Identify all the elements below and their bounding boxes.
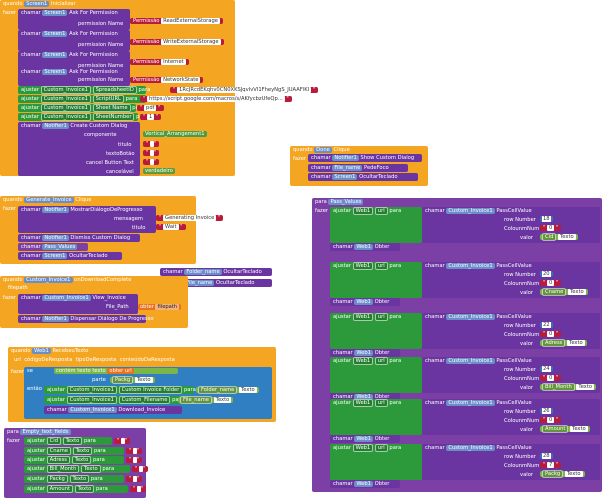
when-keyword: quando xyxy=(3,1,23,7)
row-number-value[interactable]: 28 xyxy=(540,453,553,459)
ask-permission-call-4[interactable]: chamar Screen1 Ask For Permission permis… xyxy=(18,68,130,86)
file-name-request-focus[interactable]: chamar File_name PedeFoco xyxy=(308,164,408,172)
web-get-call[interactable]: chamar Web1 Obter xyxy=(330,349,400,357)
clear-bill-month-value[interactable]: " " xyxy=(132,466,149,472)
get-filepath[interactable]: obter filepath xyxy=(138,304,182,310)
ask-permission-call-1[interactable]: chamar Screen1 Ask For Permission permis… xyxy=(18,9,130,30)
clear-cid[interactable]: ajustar Cid Texto para xyxy=(24,437,112,445)
ask-permission-call-2[interactable]: chamar Screen1 Ask For Permission permis… xyxy=(18,30,130,51)
arrangement-component[interactable]: Vertical_Arrangement1 xyxy=(143,131,207,137)
web-get-call[interactable]: chamar Web1 Obter xyxy=(330,243,400,251)
row-number-value[interactable]: 24 xyxy=(540,366,553,372)
set-script-url[interactable]: ajustar Custom_Invoice1 ScriptURL para xyxy=(18,95,146,103)
clear-adress-value[interactable]: " " xyxy=(126,457,143,463)
column-num-value[interactable]: " 7 " xyxy=(540,462,562,468)
call-pass-values[interactable]: chamar Pass_Values xyxy=(18,243,88,251)
clear-packg[interactable]: ajustar Packg Texto para xyxy=(24,475,124,483)
folder-name-text[interactable]: Folder_name Texto xyxy=(196,386,259,394)
clear-cid-value[interactable]: " " xyxy=(114,438,131,444)
row-number-value[interactable]: 20 xyxy=(540,271,553,277)
pass-cell-value-call[interactable]: chamar Custom_Invoice1 PassCellValue row… xyxy=(422,444,600,480)
field-text-value[interactable]: Cid Texto xyxy=(540,233,578,241)
cancel-text-empty-string[interactable]: " " xyxy=(143,159,160,165)
contains-text-block[interactable]: contém texto texto obter url xyxy=(54,368,178,374)
set-web-url-row[interactable]: ajustar Web1 url para xyxy=(330,399,422,435)
set-sheet-number[interactable]: ajustar Custom_Invoice1 SheetNumber para xyxy=(18,113,148,121)
clear-cname-value[interactable]: " " xyxy=(126,448,143,454)
ask-permission-call-3[interactable]: chamar Screen1 Ask For Permission permis… xyxy=(18,51,130,72)
field-text-value[interactable]: Cname Texto xyxy=(540,288,588,296)
show-progress-dialog-call[interactable]: chamar Notifier1 MostrarDiálogoDeProgres… xyxy=(18,206,156,233)
show-custom-dialog-call[interactable]: chamar Notifier1 Show Custom Dialog xyxy=(308,154,422,162)
dismiss-progress-call[interactable]: chamar Notifier1 Dispensar Diálogo De Pr… xyxy=(18,315,154,323)
spreadsheet-id-string[interactable]: " 1RcJRcdEKqhv0CN0XKSJqvIvVI1FheyNgS_JUA… xyxy=(170,87,319,93)
web-get-call[interactable]: chamar Web1 Obter xyxy=(330,435,400,443)
web-get-call[interactable]: chamar Web1 Obter xyxy=(330,298,400,306)
clear-cname[interactable]: ajustar Cname Texto para xyxy=(24,447,124,455)
column-num-value[interactable]: " 0 " xyxy=(540,375,562,381)
row-number-value[interactable]: 26 xyxy=(540,408,553,414)
field-text-value[interactable]: Packg Texto xyxy=(540,470,585,478)
wait-title[interactable]: " Wait " xyxy=(156,224,186,230)
pass-cell-value-call[interactable]: chamar Custom_Invoice1 PassCellValue row… xyxy=(422,313,600,349)
clear-amount[interactable]: ajustar Amount Texto para xyxy=(24,485,128,493)
set-web-url-row[interactable]: ajustar Web1 url para xyxy=(330,313,422,349)
web-get-call[interactable]: chamar Web1 Obter xyxy=(330,480,400,488)
sheet-name-string[interactable]: " pdf " xyxy=(137,105,164,111)
generate-hide-keyboard[interactable]: chamar Screen1 OcultarTeclado xyxy=(18,252,122,260)
download-invoice-call[interactable]: chamar Custom_Invoice1 Download_Invoice xyxy=(44,406,182,414)
column-num-value[interactable]: " 0 " xyxy=(540,331,562,337)
set-sheet-name[interactable]: ajustar Custom_Invoice1 Sheet Name para xyxy=(18,104,144,112)
clear-packg-value[interactable]: " " xyxy=(126,476,143,482)
set-invoice-filename[interactable]: ajustar Custom_Invoice1 Custom_Filename … xyxy=(44,396,194,404)
packg-piece[interactable]: Packg Texto xyxy=(110,376,155,384)
folder-name-hide-keyboard[interactable]: chamar Folder_name OcultarTeclado xyxy=(160,268,272,276)
title-empty-string[interactable]: " " xyxy=(143,141,160,147)
permission-block-1[interactable]: Permissão ReadExternalStorage xyxy=(130,18,223,24)
set-web-url-row[interactable]: ajustar Web1 url para xyxy=(330,207,422,243)
event-name: Inicializar xyxy=(50,1,76,7)
row-number-value[interactable]: 22 xyxy=(540,322,553,328)
set-web-url-row[interactable]: ajustar Web1 url para xyxy=(330,262,422,298)
field-text-value[interactable]: Amount Texto xyxy=(540,425,590,433)
screen-hide-keyboard[interactable]: chamar Screen1 OcultarTeclado xyxy=(308,173,418,181)
field-text-value[interactable]: Adress Texto xyxy=(540,339,587,347)
web-get-call[interactable]: chamar Web1 Obter xyxy=(330,393,400,401)
set-web-url-row[interactable]: ajustar Web1 url para xyxy=(330,444,422,480)
cancelable-true[interactable]: verdadeiro xyxy=(143,168,175,174)
permission-block-4[interactable]: Permissão NetworkState xyxy=(130,77,204,83)
column-num-value[interactable]: " 0 " xyxy=(540,225,562,231)
do-keyword: fazer xyxy=(3,10,17,16)
screen-dropdown[interactable]: Screen1 xyxy=(24,1,50,7)
button-text-empty-string[interactable]: " " xyxy=(143,150,160,156)
clear-bill-month[interactable]: ajustar Bill_Month Texto para xyxy=(24,465,130,473)
view-invoice-call[interactable]: chamar Custom_Invoice1 View_Invoice File… xyxy=(18,294,138,314)
create-custom-dialog-call[interactable]: chamar Notifier1 Create Custom Dialog co… xyxy=(18,122,140,176)
set-web-url-row[interactable]: ajustar Web1 url para xyxy=(330,357,422,393)
column-num-value[interactable]: " 0 " xyxy=(540,417,562,423)
clear-adress[interactable]: ajustar Adress Texto para xyxy=(24,456,124,464)
sheet-number-string[interactable]: " 1 " xyxy=(140,114,162,120)
dismiss-custom-dialog-call[interactable]: chamar Notifier1 Dismiss Custom Dialog xyxy=(18,234,140,242)
permission-block-3[interactable]: Permissão Internet xyxy=(130,59,189,65)
file-name-text[interactable]: File_name Texto xyxy=(178,396,234,404)
row-number-value[interactable]: 18 xyxy=(540,216,553,222)
clear-amount-value[interactable]: " " xyxy=(130,486,147,492)
set-spreadsheet-id[interactable]: ajustar Custom_Invoice1 SpreadsheetID pa… xyxy=(18,86,150,94)
permission-block-2[interactable]: Permissão WriteExternalStorage xyxy=(130,39,224,45)
field-text-value[interactable]: Bill_Month Texto xyxy=(540,383,597,391)
generating-message[interactable]: " Generating Invoice " xyxy=(156,215,224,221)
script-url-string[interactable]: " https://script.google.com/macros/s/AKf… xyxy=(140,96,292,102)
set-invoice-folder[interactable]: ajustar Custom_Invoice1 Custom Invoice F… xyxy=(44,386,196,394)
column-num-value[interactable]: " 0 " xyxy=(540,280,562,286)
